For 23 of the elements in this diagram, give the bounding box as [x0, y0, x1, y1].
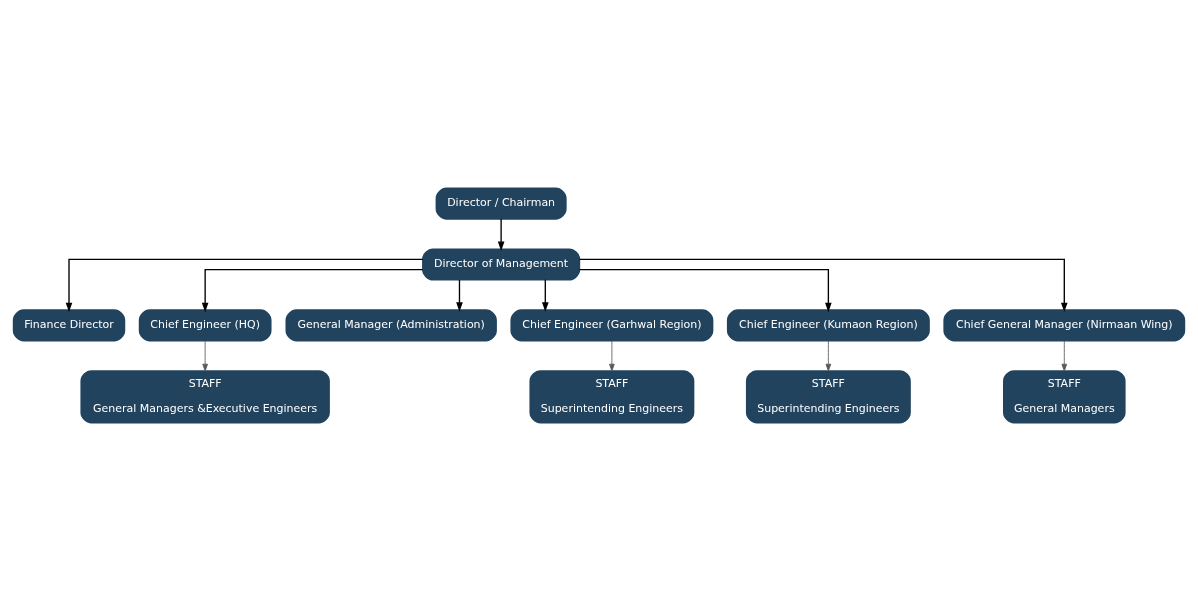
- node-box: Chief General Manager (Nirmaan Wing): [943, 308, 1186, 341]
- arrow: [65, 258, 424, 312]
- arrow: [542, 278, 549, 312]
- arrow: [825, 339, 832, 371]
- node-box: Chief Engineer (Kumaon Region): [726, 308, 930, 341]
- node-box: Chief Engineer (HQ): [138, 308, 272, 341]
- arrow: [578, 258, 1068, 312]
- node-box: Chief Engineer (Garhwal Region): [510, 308, 714, 341]
- arrow: [578, 268, 832, 312]
- arrow: [497, 217, 505, 251]
- node-box: Director / Chairman: [435, 187, 567, 220]
- arrow: [456, 278, 463, 312]
- node-box: STAFF Superintending Engineers: [745, 369, 911, 423]
- node-box: Finance Director: [12, 308, 126, 341]
- arrow: [1061, 339, 1068, 371]
- arrow: [609, 339, 615, 371]
- node-box: STAFF General Managers &Executive Engineers: [80, 369, 330, 423]
- node-box: STAFF General Managers: [1003, 369, 1126, 423]
- arrow: [201, 268, 424, 312]
- node-box: Director of Management: [422, 247, 581, 281]
- arrow: [202, 339, 208, 371]
- node-box: STAFF Superintending Engineers: [529, 369, 695, 423]
- node-box: General Manager (Administration): [285, 308, 497, 341]
